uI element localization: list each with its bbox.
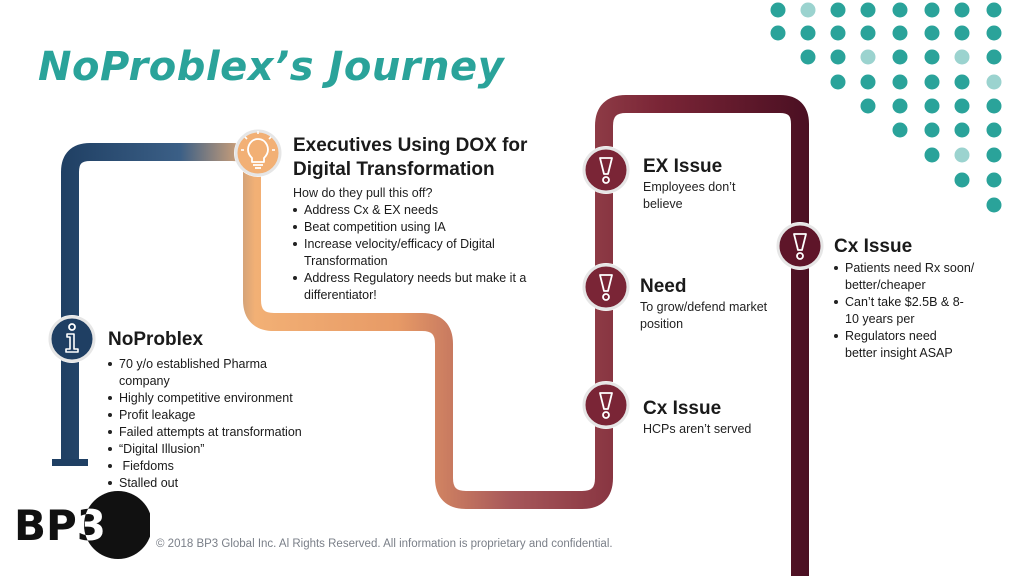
ex-issue-title: EX Issue	[643, 156, 723, 177]
noproblex-title: NoProblex	[108, 329, 204, 350]
decorative-dot	[830, 25, 846, 41]
executives-title-line2: Digital Transformation	[293, 159, 495, 180]
decorative-dot	[954, 49, 970, 65]
decorative-dot	[860, 2, 876, 18]
decorative-dot	[892, 49, 908, 65]
decorative-dot	[954, 98, 970, 114]
decorative-dot	[860, 74, 876, 90]
decorative-dot	[892, 74, 908, 90]
noproblex-block: NoProblex 70 y/o established Pharma comp…	[108, 328, 338, 492]
decorative-dot	[954, 172, 970, 188]
bullet-item: Can’t take $2.5B & 8-10 years per	[834, 294, 965, 328]
decorative-dot	[800, 2, 816, 18]
path-start-cap	[52, 459, 88, 466]
cx-issue-bottom-text: HCPs aren’t served	[643, 422, 752, 436]
decorative-dot	[986, 122, 1002, 138]
decorative-dot-grid	[770, 2, 1002, 213]
cx-issue-right-block: Cx Issue Patients need Rx soon/ better/c…	[834, 235, 994, 362]
exclamation-icon-cx-right	[776, 222, 824, 270]
noproblex-bullets: 70 y/o established Pharma company Highly…	[108, 356, 338, 492]
decorative-dot	[924, 98, 940, 114]
decorative-dot	[860, 49, 876, 65]
decorative-dot	[830, 74, 846, 90]
cx-issue-right-bullets: Patients need Rx soon/ better/cheaper Ca…	[834, 260, 984, 362]
decorative-dot	[954, 2, 970, 18]
bullet-item: Profit leakage	[108, 407, 338, 424]
executives-title-line1: Executives Using DOX for	[293, 135, 528, 156]
bullet-item: 70 y/o established Pharma company	[108, 356, 269, 390]
exclamation-icon-need	[582, 263, 630, 311]
decorative-dot	[830, 49, 846, 65]
decorative-dot	[800, 49, 816, 65]
bullet-item: Patients need Rx soon/ better/cheaper	[834, 260, 984, 294]
bullet-item: Regulators need better insight ASAP	[834, 328, 970, 362]
bp3-logo: BP3	[10, 490, 152, 560]
bullet-item: Address Regulatory needs but make it a d…	[293, 270, 543, 304]
decorative-dot	[924, 25, 940, 41]
decorative-dot	[954, 122, 970, 138]
bullet-item: Fiefdoms	[108, 458, 338, 475]
bullet-item: “Digital Illusion”	[108, 441, 338, 458]
decorative-dot	[770, 25, 786, 41]
cx-issue-bottom-title: Cx Issue	[643, 398, 722, 419]
decorative-dot	[924, 122, 940, 138]
executives-block: Executives Using DOX for Digital Transfo…	[293, 134, 553, 304]
bullet-item: Address Cx & EX needs	[293, 202, 543, 219]
decorative-dot	[986, 49, 1002, 65]
decorative-dot	[770, 2, 786, 18]
decorative-dot	[830, 2, 846, 18]
info-icon	[48, 315, 96, 363]
decorative-dot	[860, 25, 876, 41]
decorative-dot	[860, 98, 876, 114]
cx-issue-bottom-block: Cx Issue HCPs aren’t served	[643, 397, 783, 438]
decorative-dot	[986, 172, 1002, 188]
decorative-dot	[924, 74, 940, 90]
decorative-dot	[924, 147, 940, 163]
exclamation-icon-ex-issue	[582, 146, 630, 194]
bullet-item: Increase velocity/efficacy of Digital Tr…	[293, 236, 519, 270]
ex-issue-block: EX Issue Employees don’t believe	[643, 155, 763, 213]
decorative-dot	[924, 49, 940, 65]
decorative-dot	[986, 147, 1002, 163]
need-title: Need	[640, 276, 687, 297]
decorative-dot	[892, 98, 908, 114]
decorative-dot	[892, 122, 908, 138]
copyright-footer: © 2018 BP3 Global Inc. Al Rights Reserve…	[156, 538, 613, 550]
bullet-item: Beat competition using IA	[293, 219, 543, 236]
decorative-dot	[986, 197, 1002, 213]
decorative-dot	[892, 25, 908, 41]
slide-title: NoProblex’s Journey	[38, 44, 505, 90]
decorative-dot	[986, 25, 1002, 41]
exclamation-icon-cx-bottom	[582, 381, 630, 429]
decorative-dot	[954, 25, 970, 41]
decorative-dot	[800, 25, 816, 41]
bullet-item: Highly competitive environment	[108, 390, 338, 407]
decorative-dot	[986, 74, 1002, 90]
decorative-dot	[954, 147, 970, 163]
decorative-dot	[892, 2, 908, 18]
ex-issue-text: Employees don’t believe	[643, 180, 736, 211]
bullet-item: Failed attempts at transformation	[108, 424, 338, 441]
decorative-dot	[986, 98, 1002, 114]
executives-intro: How do they pull this off?	[293, 186, 433, 200]
need-text: To grow/defend market position	[640, 300, 768, 331]
cx-issue-right-title: Cx Issue	[834, 236, 913, 257]
lightbulb-icon	[234, 129, 282, 177]
need-block: Need To grow/defend market position	[640, 275, 785, 333]
executives-bullets: Address Cx & EX needs Beat competition u…	[293, 202, 543, 304]
decorative-dot	[924, 2, 940, 18]
logo-text: BP3	[14, 501, 106, 550]
decorative-dot	[986, 2, 1002, 18]
decorative-dot	[954, 74, 970, 90]
bullet-item: Stalled out	[108, 475, 338, 492]
